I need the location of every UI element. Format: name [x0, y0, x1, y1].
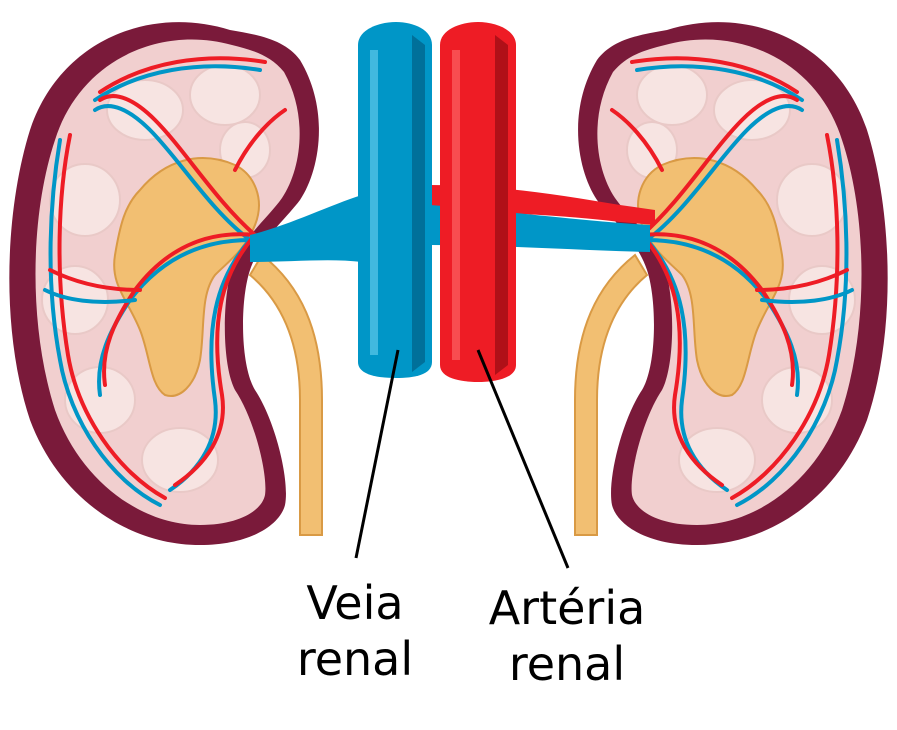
- vein-label-line2: renal: [296, 632, 414, 686]
- left-kidney: [7, 20, 325, 548]
- renal-vein-trunk: [358, 22, 432, 378]
- vein-label: Veia renal: [255, 575, 455, 687]
- artery-label: Artéria renal: [452, 580, 682, 692]
- artery-label-line2: renal: [508, 637, 626, 691]
- right-kidney: [573, 20, 890, 548]
- artery-leader-line: [476, 349, 570, 569]
- vein-leader-line: [354, 349, 400, 559]
- vein-label-line1: Veia: [306, 576, 404, 630]
- artery-label-line1: Artéria: [488, 581, 646, 635]
- renal-artery-trunk: [440, 22, 516, 382]
- renal-vein-branch-left: [250, 195, 362, 262]
